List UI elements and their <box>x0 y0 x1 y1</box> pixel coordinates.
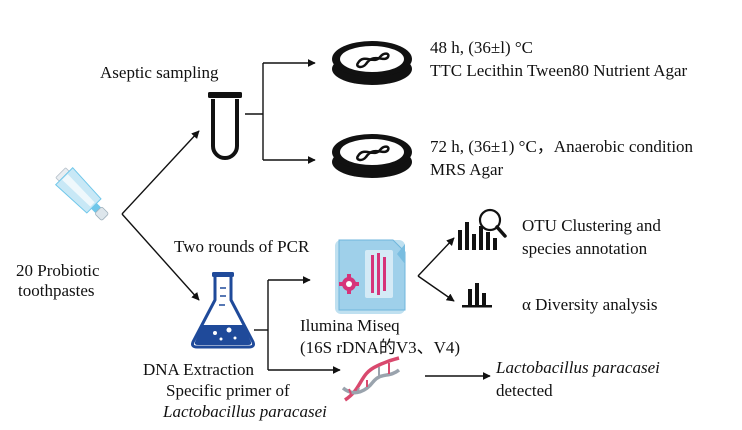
dna-extraction-label: DNA Extraction <box>143 360 254 379</box>
sequencer-icon <box>335 239 406 314</box>
otu-label-1: OTU Clustering and <box>522 216 661 235</box>
diversity-label: α Diversity analysis <box>522 295 657 314</box>
primer-label-1: Specific primer of <box>166 381 290 400</box>
pcr-label: Two rounds of PCR <box>174 237 310 256</box>
plate2-condition-label: 72 h, (36±1) °C，Anaerobic condition <box>430 137 694 156</box>
miseq-label-2: (16S rDNA的V3、V4) <box>300 338 460 357</box>
lacto-detected-label-1: Lactobacillus paracasei <box>495 358 660 377</box>
arrow-toothpaste-to-tube <box>121 130 200 215</box>
miseq-label-1: Ilumina Miseq <box>300 316 400 335</box>
primer-label-2: Lactobacillus paracasei <box>162 402 327 421</box>
arrow-to-otu <box>417 237 455 277</box>
toothpaste-tube-icon <box>54 166 109 221</box>
bar-chart-icon <box>462 283 492 308</box>
otu-label-2: species annotation <box>522 239 648 258</box>
aseptic-sampling-label: Aseptic sampling <box>100 63 219 82</box>
erlenmeyer-flask-icon <box>191 272 255 349</box>
toothpaste-label-2: toothpastes <box>18 281 95 300</box>
arrow-to-diversity <box>417 275 455 302</box>
connectors <box>121 59 491 380</box>
plate2-medium-label: MRS Agar <box>430 160 504 179</box>
test-tube-icon <box>208 92 242 160</box>
toothpaste-label-1: 20 Probiotic <box>16 261 100 280</box>
labels: 20 Probiotic toothpastes Aseptic samplin… <box>16 38 694 421</box>
otu-chart-magnifier-icon <box>458 208 507 250</box>
dna-helix-icon <box>341 356 401 402</box>
petri-dish-icon-2 <box>332 134 412 178</box>
arrow-toothpaste-to-flask <box>121 213 200 301</box>
lacto-detected-label-2: detected <box>496 381 553 400</box>
plate1-medium-label: TTC Lecithin Tween80 Nutrient Agar <box>430 61 688 80</box>
petri-dish-icon-1 <box>332 41 412 85</box>
plate1-condition-label: 48 h, (36±l) °C <box>430 38 533 57</box>
